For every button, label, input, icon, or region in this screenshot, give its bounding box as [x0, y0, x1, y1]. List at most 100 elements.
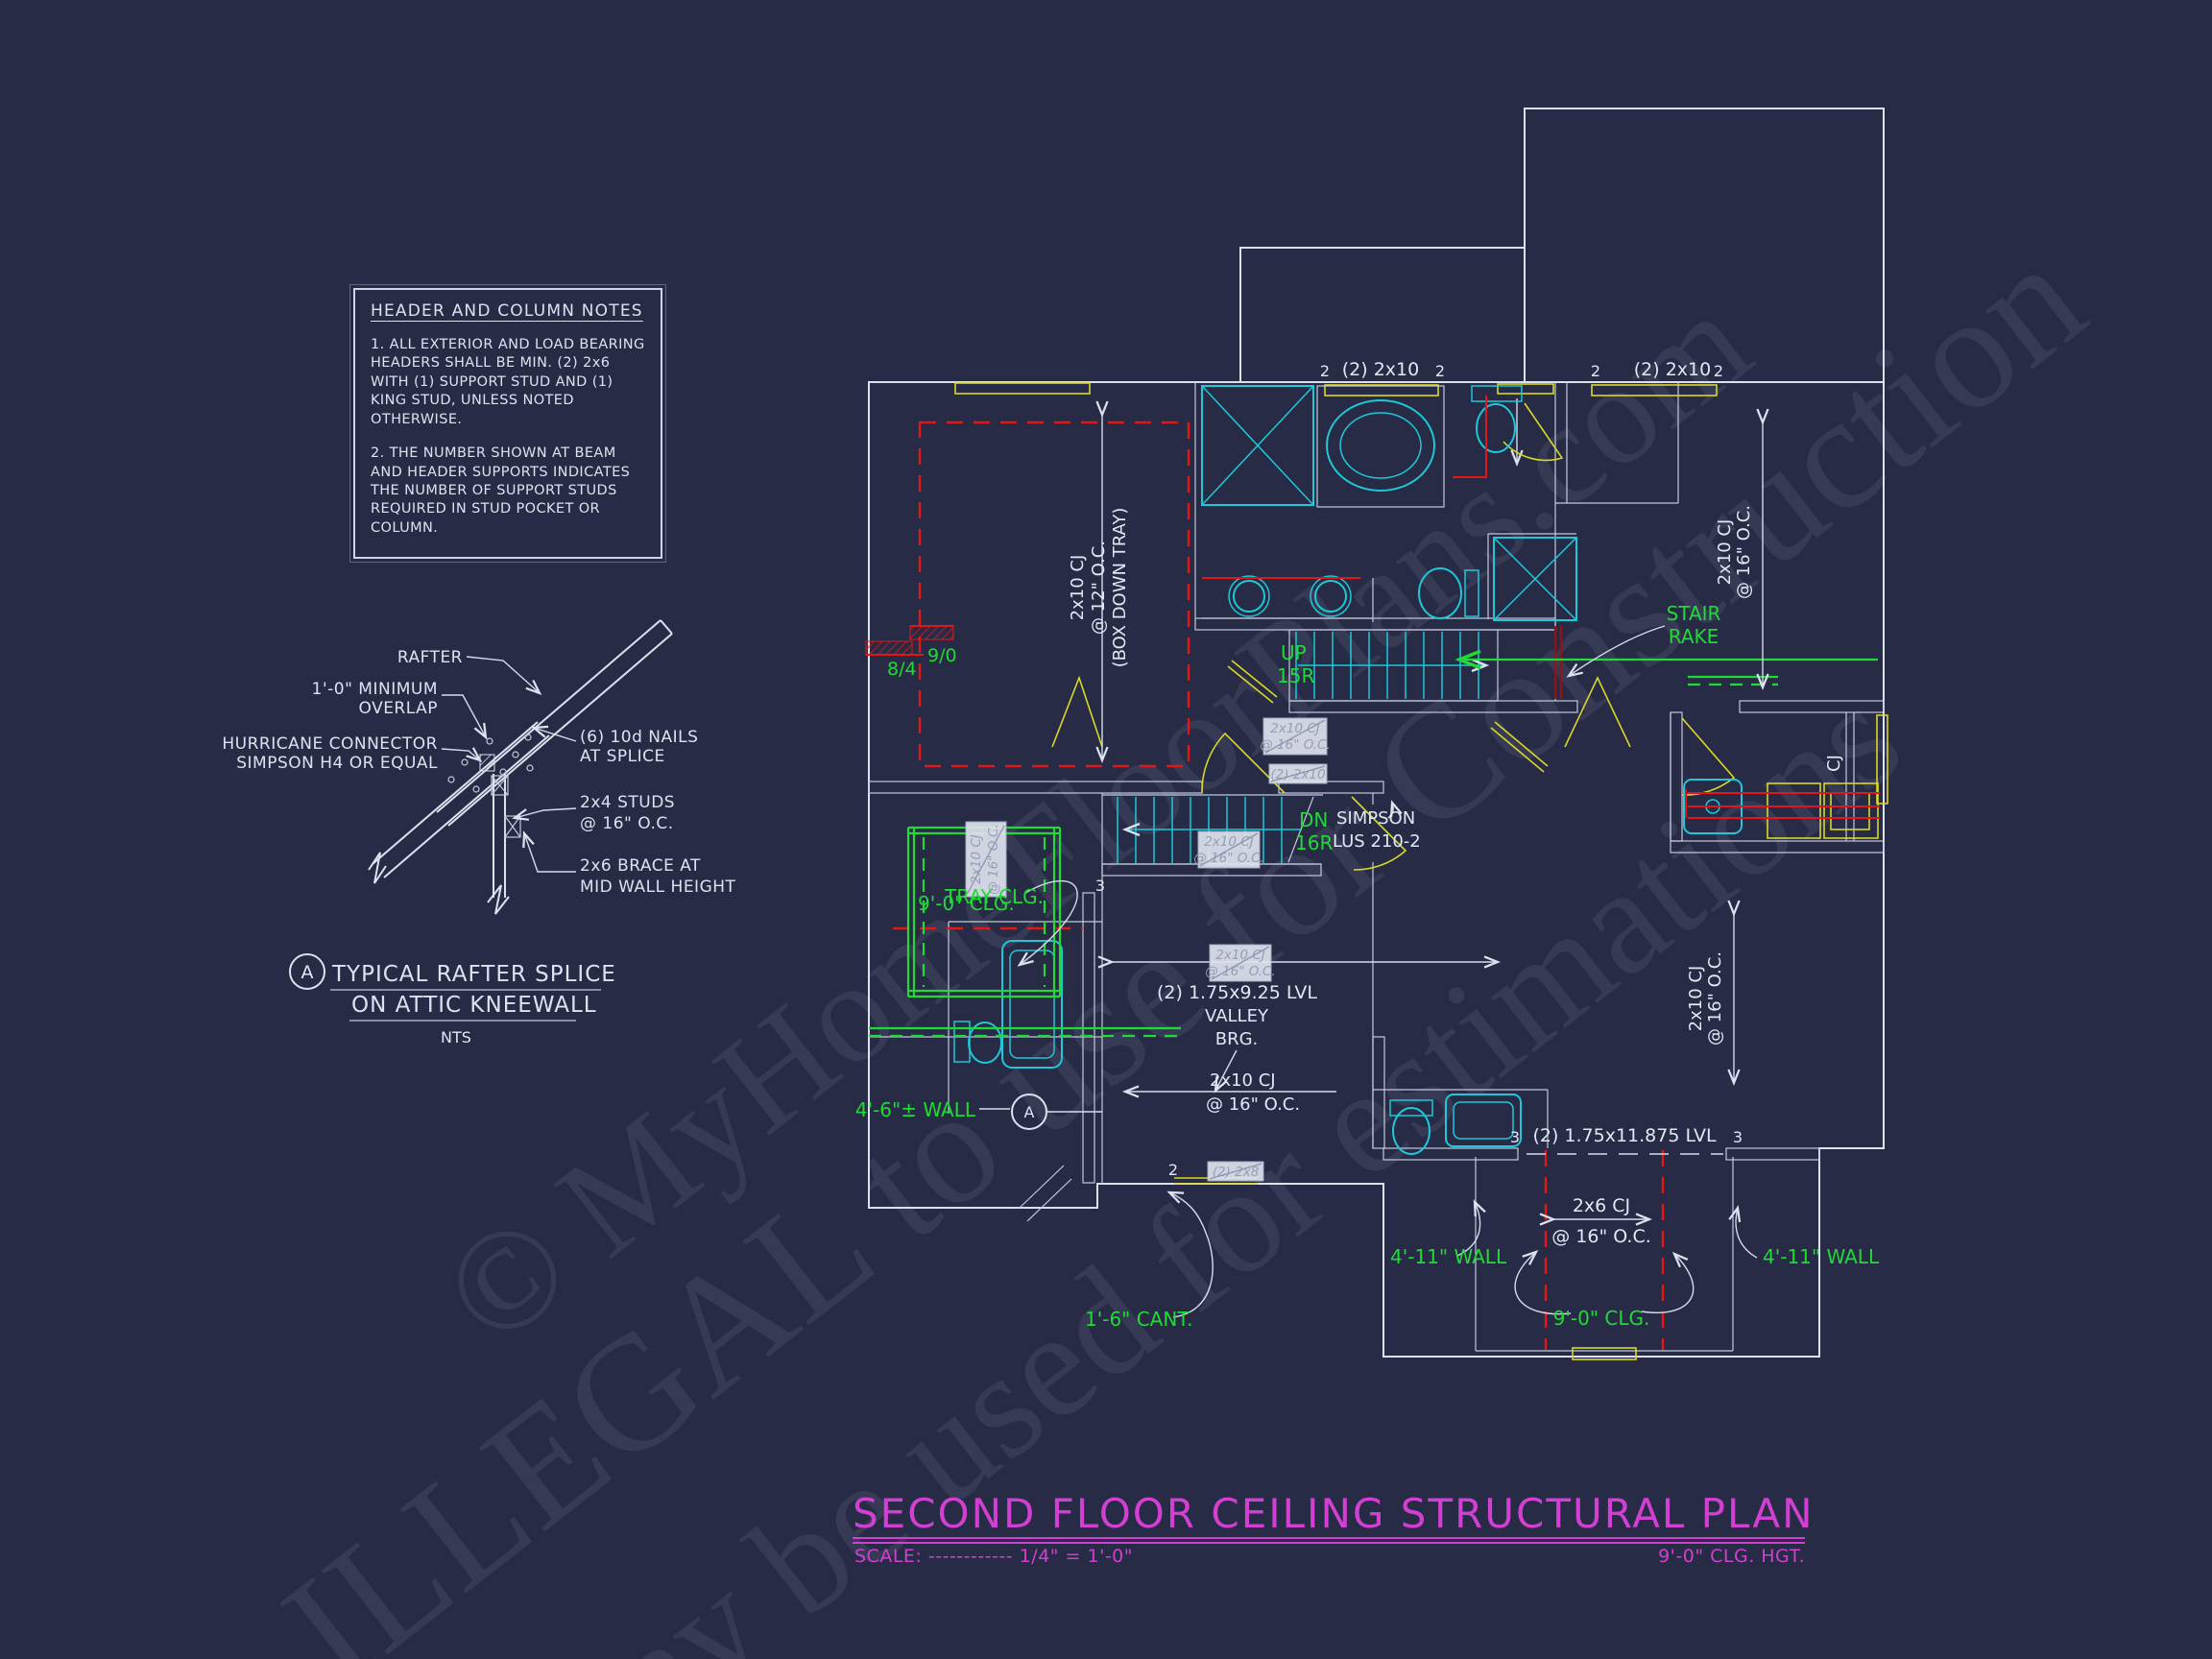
- valley-bearing-label: BRG.: [1215, 1029, 1259, 1049]
- masked-text: (2) 2x10: [1270, 767, 1325, 782]
- header-label: (2) 2x10: [1634, 359, 1711, 380]
- door-arc: [1201, 732, 1286, 794]
- upper-middle-room-outline: [1239, 247, 1526, 383]
- stair-up: [1295, 398, 1524, 699]
- ceiling-height-label: 9'-0" CLG.: [1553, 1307, 1650, 1330]
- top-plate-box: [491, 775, 509, 796]
- masked-text: 2x10 CJ: [1270, 721, 1319, 736]
- masked-text: @ 16" O.C.: [986, 824, 1001, 895]
- stair-rake-label: RAKE: [1669, 625, 1719, 648]
- interior-walls: [869, 382, 1855, 1352]
- window: [1591, 384, 1718, 397]
- scale-value: 1/4" = 1'-0": [1019, 1546, 1134, 1567]
- detail-marker-letter: A: [301, 962, 314, 983]
- detail-label-overlap-1: 1'-0" MINIMUM: [312, 680, 438, 699]
- wall-height-label: 4'-11" WALL: [1763, 1245, 1880, 1268]
- detail-label-hurricane-2: SIMPSON H4 OR EQUAL: [236, 754, 438, 773]
- toilet-icon: [1392, 1107, 1431, 1155]
- detail-marker-circle: [289, 953, 325, 990]
- plumbing-fixtures: [953, 385, 1743, 1155]
- tray-dim: 9/0: [927, 645, 957, 666]
- toilet-tank: [1389, 1099, 1433, 1117]
- window: [954, 382, 1091, 395]
- joist-callout: @ 16" O.C.: [1206, 1094, 1300, 1115]
- simpson-hanger-label: LUS 210-2: [1333, 831, 1421, 852]
- masked-labels: 2x10 CJ @ 16" O.C. (2) 2x10 2x10 CJ @ 16…: [965, 717, 1331, 1182]
- detail-label-hurricane-1: HURRICANE CONNECTOR: [222, 734, 438, 754]
- detail-label-nails-2: AT SPLICE: [580, 747, 665, 766]
- detail-title-line1: TYPICAL RAFTER SPLICE: [331, 962, 616, 987]
- stair-up-risers: 15R: [1277, 664, 1314, 687]
- toilet-icon: [1476, 403, 1516, 453]
- tray-ceiling-label: TRAY CLG.: [944, 885, 1044, 908]
- door-arc: [1351, 796, 1407, 871]
- shower-icon: [1493, 537, 1577, 621]
- stud-count: 2: [1320, 362, 1330, 380]
- header-column-notes-box: HEADER AND COLUMN NOTES 1. ALL EXTERIOR …: [349, 283, 666, 564]
- ceiling-height-note: 9'-0" CLG. HGT.: [1658, 1546, 1805, 1567]
- detail-label-brace-2: MID WALL HEIGHT: [580, 878, 736, 897]
- scale-label: SCALE:: [854, 1546, 923, 1567]
- bifold-door: [1564, 676, 1631, 748]
- stud-count: 2: [1435, 362, 1445, 380]
- masked-label: (2) 2x8: [1207, 1161, 1264, 1182]
- masked-text: @ 16" O.C.: [1205, 964, 1276, 979]
- rafter-splice-detail: RAFTER 1'-0" MINIMUM OVERLAP HURRICANE C…: [222, 619, 736, 1046]
- header-label: (2) 2x10: [1342, 359, 1419, 380]
- title-underline: [853, 1542, 1805, 1544]
- notes-item-2: 2. THE NUMBER SHOWN AT BEAM AND HEADER S…: [371, 445, 631, 536]
- masked-text: 2x10 CJ: [1215, 948, 1264, 963]
- window: [1324, 384, 1439, 397]
- detail-reference-circle: [1011, 1094, 1047, 1130]
- valley-bearing-label: VALLEY: [1205, 1006, 1269, 1026]
- stair-dn-label: DN: [1299, 808, 1328, 831]
- detail-reference-letter: A: [1024, 1103, 1035, 1121]
- joist-callout: 2x10 CJ: [1715, 519, 1735, 586]
- sheet-title: SECOND FLOOR CEILING STRUCTURAL PLAN: [853, 1490, 1815, 1537]
- wall-height-label: 4'-11" WALL: [1390, 1245, 1507, 1268]
- toilet-tank: [1464, 569, 1479, 617]
- cantilever-label: 1'-6" CANT.: [1085, 1308, 1193, 1331]
- detail-label-nails-1: (6) 10d NAILS: [580, 728, 698, 747]
- joist-callout: @ 12" O.C.: [1089, 541, 1109, 635]
- stair-rake-label: STAIR: [1667, 602, 1721, 625]
- appliance: [1767, 782, 1821, 839]
- nail-circles-icon: [447, 733, 534, 793]
- hatched-walls: [868, 617, 1885, 1184]
- floor-plan: 2x10 CJ @ 16" O.C. (2) 2x10 2x10 CJ @ 16…: [855, 108, 1888, 1360]
- masked-label: 2x10 CJ @ 16" O.C.: [965, 821, 1007, 898]
- stair-rake-lines: [1227, 660, 1278, 704]
- detail-label-studs-2: @ 16" O.C.: [580, 814, 674, 833]
- title-underline: [853, 1537, 1805, 1539]
- window: [1876, 714, 1888, 805]
- masked-text: @ 16" O.C.: [1260, 737, 1331, 753]
- detail-label-studs-1: 2x4 STUDS: [580, 793, 675, 812]
- stud-count: 2: [1714, 362, 1723, 380]
- notes-item-1: 1. ALL EXTERIOR AND LOAD BEARING HEADERS…: [371, 337, 645, 427]
- masked-label: 2x10 CJ @ 16" O.C.: [1205, 944, 1276, 982]
- door-arc: [1503, 402, 1564, 462]
- joist-callout: 2x10 CJ: [1210, 1070, 1276, 1091]
- garden-tub-icon: [1326, 399, 1435, 492]
- toilet-icon: [1418, 567, 1462, 619]
- shower-icon: [1201, 385, 1314, 506]
- red-annotations: [865, 396, 1880, 1350]
- stud-count: 3: [1095, 877, 1105, 895]
- masked-label: (2) 2x10: [1268, 763, 1328, 784]
- joist-callout: @ 16" O.C.: [1705, 951, 1725, 1046]
- stud-count: 3: [1733, 1128, 1743, 1146]
- leader-lines: [979, 625, 1758, 1318]
- tray-dim: 8/4: [887, 659, 917, 680]
- ceiling-height-label: 9'-0" CLG.: [918, 892, 1015, 915]
- joist-callout: @ 16" O.C.: [1551, 1226, 1651, 1247]
- simpson-hanger-label: SIMPSON: [1336, 808, 1415, 829]
- stud-count: 2: [1591, 362, 1600, 380]
- sink-icon: [1314, 580, 1347, 613]
- joist-callout: (BOX DOWN TRAY): [1110, 508, 1130, 668]
- detail-label-overlap-2: OVERLAP: [358, 699, 438, 718]
- masked-text: 2x10 CJ: [969, 834, 984, 883]
- joist-callout: 2x10 CJ: [1068, 555, 1088, 621]
- scale-note: SCALE: ------------ 1/4" = 1'-0": [854, 1546, 1133, 1567]
- bathtub-icon: [1445, 1094, 1522, 1147]
